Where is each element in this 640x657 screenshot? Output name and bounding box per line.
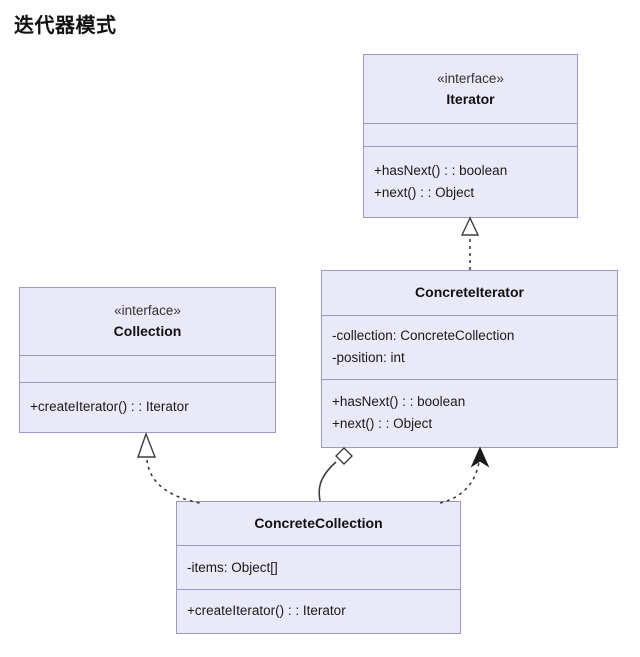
stereotype-label: «interface» xyxy=(114,303,181,319)
class-member: +createIterator() : : Iterator xyxy=(187,603,346,619)
class-member: -items: Object[] xyxy=(187,559,278,575)
class-methods-concrete-iterator: +hasNext() : : boolean +next() : : Objec… xyxy=(322,378,617,447)
stereotype-label: «interface» xyxy=(437,70,504,86)
class-header-concrete-collection: ConcreteCollection xyxy=(177,502,460,545)
rel-aggregation xyxy=(318,447,353,502)
hollow-diamond-icon xyxy=(335,447,353,465)
class-attributes-iterator xyxy=(364,123,577,146)
class-box-collection[interactable]: «interface» Collection +createIterator()… xyxy=(19,287,276,433)
class-name-label: ConcreteCollection xyxy=(254,515,383,532)
class-methods-collection: +createIterator() : : Iterator xyxy=(20,381,275,432)
class-box-iterator[interactable]: «interface» Iterator +hasNext() : : bool… xyxy=(363,54,578,218)
class-header-collection: «interface» Collection xyxy=(20,288,275,355)
class-name-label: ConcreteIterator xyxy=(415,284,524,301)
dependency-line xyxy=(439,461,480,504)
class-attributes-concrete-iterator: -collection: ConcreteCollection -positio… xyxy=(322,314,617,379)
class-box-concrete-collection[interactable]: ConcreteCollection -items: Object[] +cre… xyxy=(176,501,461,634)
class-member: -collection: ConcreteCollection xyxy=(332,328,515,344)
class-member: +hasNext() : : boolean xyxy=(332,394,466,410)
rel-dependency xyxy=(439,446,490,504)
realization-line-collection xyxy=(146,459,201,504)
class-attributes-concrete-collection: -items: Object[] xyxy=(177,545,460,588)
class-header-iterator: «interface» Iterator xyxy=(364,55,577,123)
class-member: +next() : : Object xyxy=(332,416,433,432)
class-attributes-collection xyxy=(20,355,275,382)
class-member: +hasNext() : : boolean xyxy=(374,163,508,178)
class-name-label: Collection xyxy=(113,323,182,340)
page-title: 迭代器模式 xyxy=(14,15,117,37)
class-member: -position: int xyxy=(332,350,405,366)
rel-realization-iterator xyxy=(460,216,480,270)
hollow-triangle-arrowhead-icon xyxy=(137,431,157,458)
hollow-triangle-arrowhead-icon xyxy=(460,216,480,236)
class-header-concrete-iterator: ConcreteIterator xyxy=(322,271,617,315)
rel-realization-collection xyxy=(137,431,201,504)
class-box-concrete-iterator[interactable]: ConcreteIterator -collection: ConcreteCo… xyxy=(321,270,618,448)
class-member: +next() : : Object xyxy=(374,185,475,200)
aggregation-line xyxy=(318,461,337,502)
class-methods-iterator: +hasNext() : : boolean +next() : : Objec… xyxy=(364,146,577,217)
class-methods-concrete-collection: +createIterator() : : Iterator xyxy=(177,588,460,633)
class-member: +createIterator() : : Iterator xyxy=(30,399,189,415)
open-arrowhead-icon xyxy=(470,446,490,468)
class-name-label: Iterator xyxy=(446,90,495,107)
